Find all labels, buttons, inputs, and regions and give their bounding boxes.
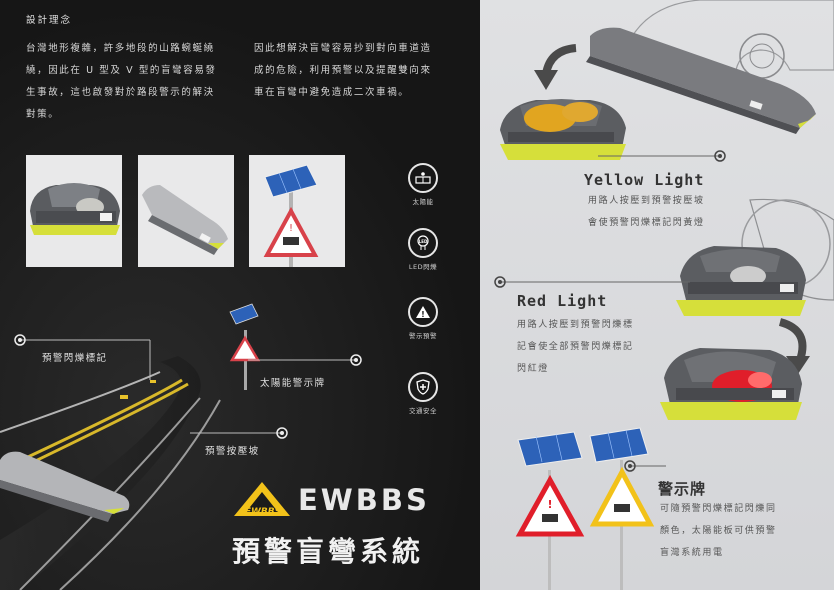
feature-label: 交通安全 — [409, 407, 437, 415]
sign-desc: 可隨預警閃爍標記閃爍同 顏色，太陽能板可供預警 盲灣系統用電 — [660, 498, 777, 564]
callout-solar-sign: 太陽能警示牌 — [260, 378, 326, 389]
feature-warning: ! 警示預警 — [403, 297, 443, 340]
red-light-desc: 用路人按壓到預警閃爍標 記會使全部預警閃爍標記 閃紅燈 — [517, 314, 634, 380]
feature-led: LED LED閃爍 — [403, 228, 443, 271]
led-icon: LED — [408, 228, 438, 258]
desc-line: 可隨預警閃爍標記閃爍同 — [660, 504, 777, 514]
sign-title: 警示牌 — [658, 480, 707, 498]
yellow-light-title: Yellow Light — [584, 171, 705, 189]
concept-line: 繞，因此在 U 型及 V 型的盲彎容易發 — [26, 65, 217, 76]
concept-line: 台灣地形複雜，許多地段的山路蜿蜒繞 — [26, 43, 215, 54]
marker-thumbnail — [26, 155, 122, 267]
solar-panel-icon — [408, 163, 438, 193]
feature-solar: 太陽能 — [403, 163, 443, 206]
desc-line: 會使預警閃爍標記閃黃燈 — [588, 218, 705, 228]
concept-col1: 台灣地形複雜，許多地段的山路蜿蜒繞 繞，因此在 U 型及 V 型的盲彎容易發 生… — [26, 38, 242, 126]
road-illustration — [0, 303, 261, 590]
right-panel: ! Yellow Light 用路人按壓到預警按壓坡 會使預警閃爍標記閃黃燈 R… — [480, 0, 834, 590]
concept-line: 車在盲彎中避免造成二次車禍。 — [254, 87, 410, 98]
yellow-light-desc: 用路人按壓到預警按壓坡 會使預警閃爍標記閃黃燈 — [588, 190, 705, 234]
desc-line: 閃紅燈 — [517, 364, 549, 374]
callout-lines — [14, 334, 362, 439]
solar-sign-image: ! — [263, 164, 319, 267]
concept-title: 設計理念 — [26, 15, 73, 26]
brand-subtitle: 預警盲彎系統 — [232, 535, 425, 568]
button-image — [142, 185, 228, 255]
sign-thumbnail: ! — [249, 155, 345, 267]
feature-label: 警示預警 — [409, 332, 437, 340]
desc-line: 記會使全部預警閃爍標記 — [517, 342, 634, 352]
marker-image — [30, 183, 120, 235]
logo-text: EWBBS — [245, 507, 281, 517]
concept-line: 生事故，這也啟發對於路段警示的解決 — [26, 87, 215, 98]
button-thumbnail — [138, 155, 234, 267]
warning-icon: ! — [408, 297, 438, 327]
svg-text:LED: LED — [419, 239, 428, 244]
concept-line: 成的危險，利用預警以及提醒雙向來 — [254, 65, 432, 76]
right-illustration: ! — [494, 0, 834, 590]
svg-text:!: ! — [421, 310, 425, 319]
svg-text:!: ! — [289, 223, 293, 234]
ewbbs-logo: EWBBS — [234, 482, 290, 517]
desc-line: 用路人按壓到預警按壓坡 — [588, 196, 705, 206]
feature-safety: 交通安全 — [403, 372, 443, 415]
svg-text:!: ! — [547, 498, 552, 511]
desc-line: 顏色，太陽能板可供預警 — [660, 526, 777, 536]
callout-marker: 預警閃爍標記 — [42, 353, 108, 364]
red-light-title: Red Light — [517, 292, 608, 310]
concept-col2: 因此想解決盲彎容易抄到對向車道造 成的危險，利用預警以及提醒雙向來 車在盲彎中避… — [254, 38, 460, 104]
concept-line: 因此想解決盲彎容易抄到對向車道造 — [254, 43, 432, 54]
feature-label: 太陽能 — [412, 198, 434, 206]
concept-line: 對策。 — [26, 109, 60, 120]
callout-button: 預警按壓坡 — [205, 446, 260, 457]
desc-line: 用路人按壓到預警閃爍標 — [517, 320, 634, 330]
shield-plus-icon — [408, 372, 438, 402]
desc-line: 盲灣系統用電 — [660, 548, 724, 558]
left-panel: 設計理念 台灣地形複雜，許多地段的山路蜿蜒繞 繞，因此在 U 型及 V 型的盲彎… — [0, 0, 480, 590]
brand-name: EWBBS — [298, 483, 430, 517]
feature-label: LED閃爍 — [408, 263, 438, 271]
